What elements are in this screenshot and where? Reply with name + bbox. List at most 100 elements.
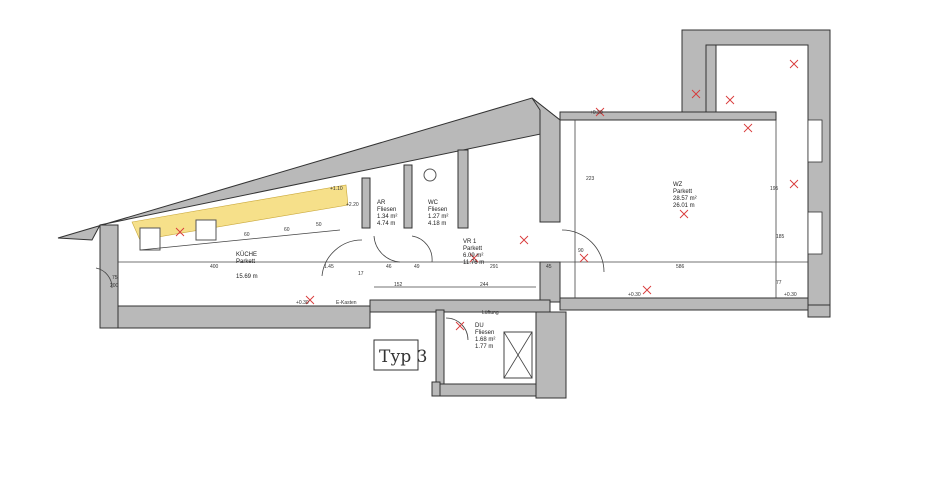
room-floor: Fliesen <box>377 207 396 213</box>
socket-mark <box>175 227 185 237</box>
dim-label: 586 <box>676 264 685 270</box>
height-label: +0.30 <box>628 292 641 298</box>
door-swing-kitchen <box>321 239 363 277</box>
window-2 <box>807 211 823 255</box>
shaft <box>503 331 533 379</box>
dim-label: 60 <box>244 232 250 238</box>
room-area: 1.68 m² <box>475 337 495 343</box>
cooktop <box>195 219 217 241</box>
height-label: +1.10 <box>330 186 343 192</box>
dim-label: 195 <box>770 186 779 192</box>
room-ar: AR Fliesen 1.34 m² 4.74 m <box>377 200 397 227</box>
dim-label: 46 <box>386 264 392 270</box>
dim-label: 1.45 <box>324 264 334 270</box>
dim-label: 75 <box>112 275 118 281</box>
socket-mark <box>789 179 799 189</box>
height-label: +0.30 <box>296 300 309 306</box>
socket-mark <box>305 295 315 305</box>
socket-mark <box>789 59 799 69</box>
wall-ar-wc <box>403 164 413 229</box>
socket-mark <box>469 253 479 263</box>
height-label: +2.20 <box>346 202 359 208</box>
electrical-marks <box>175 59 799 331</box>
socket-mark <box>679 209 689 219</box>
door-swing-entry <box>95 267 113 289</box>
wall-bay-top <box>705 44 717 116</box>
socket-mark <box>519 235 529 245</box>
height-label: +0.30 <box>784 292 797 298</box>
window-1 <box>807 119 823 163</box>
room-floor: Parkett <box>673 189 692 195</box>
room-name: WZ <box>673 182 683 188</box>
wall-ar-left <box>361 177 371 229</box>
lueftung-label: Lüftung <box>482 310 499 316</box>
wall-wz-left <box>531 97 561 223</box>
wall-small-top <box>431 381 441 397</box>
room-floor: Parkett <box>463 246 482 252</box>
socket-mark <box>595 107 605 117</box>
room-area: 1.34 m² <box>377 214 397 220</box>
wall-bottom-right <box>559 297 809 311</box>
room-perimeter: 11.76 m <box>463 260 484 266</box>
dim-label: 17 <box>358 271 364 277</box>
wall-wc-right <box>457 149 469 229</box>
wall-bottom-left <box>99 305 371 329</box>
room-perimeter: 1.77 m <box>475 344 493 350</box>
room-kueche: KÜCHE Parkett 15.69 m <box>236 251 258 280</box>
room-name: WC <box>428 200 439 206</box>
socket-mark <box>455 321 465 331</box>
room-name: VR 1 <box>463 239 477 245</box>
outer-right-wall <box>681 29 831 306</box>
socket-mark <box>642 285 652 295</box>
socket-mark <box>725 95 735 105</box>
door-swing-wz <box>561 229 605 273</box>
kitchen-counter <box>131 184 349 241</box>
room-floor: Parkett <box>236 259 255 265</box>
dim-line-kitchen <box>139 229 341 251</box>
room-floor: Fliesen <box>475 330 494 336</box>
wall-du-left <box>435 309 445 391</box>
dim-label: 77 <box>776 280 782 286</box>
dim-label: 49 <box>414 264 420 270</box>
room-floor: Fliesen <box>428 207 447 213</box>
dim-label: 50 <box>316 222 322 228</box>
outer-sloped-wall <box>57 97 561 241</box>
room-du: DU Fliesen 1.68 m² 1.77 m <box>475 323 495 350</box>
room-wc: WC Fliesen 1.27 m² 4.18 m <box>428 200 448 227</box>
room-perimeter: 4.18 m <box>428 221 446 227</box>
wall-bottom-mid <box>369 299 551 313</box>
socket-mark <box>743 123 753 133</box>
room-area: 28.57 m² <box>673 196 697 202</box>
wc-bowl <box>423 168 437 182</box>
wall-shaft-right <box>535 311 567 399</box>
dim-label: 152 <box>394 282 403 288</box>
room-perimeter: 4.74 m <box>377 221 395 227</box>
dim-label: 223 <box>586 176 595 182</box>
room-vr: VR 1 Parkett 6.09 m² 11.76 m <box>463 239 484 266</box>
socket-mark <box>691 89 701 99</box>
door-swing-ar <box>373 235 401 263</box>
room-perimeter: 26.01 m <box>673 203 695 209</box>
type-stamp: Тур 3 <box>379 347 427 367</box>
dim-label: 400 <box>210 264 219 270</box>
dim-label: 244 <box>480 282 489 288</box>
wall-du-bottom <box>435 383 537 397</box>
room-area: 6.09 m² <box>463 253 483 259</box>
dim-label: 60 <box>284 227 290 233</box>
room-wz: WZ Parkett 28.57 m² 26.01 m <box>673 182 697 209</box>
e-kasten-label: E-Kasten <box>336 300 357 306</box>
type-stamp-box <box>373 339 419 371</box>
room-name: DU <box>475 323 484 329</box>
dim-label: 200 <box>110 283 119 289</box>
height-label: +0.30 <box>590 110 603 116</box>
room-area: 1.27 m² <box>428 214 448 220</box>
door-swing-wc <box>411 235 433 263</box>
dim-label: 185 <box>776 234 785 240</box>
socket-mark <box>579 253 589 263</box>
room-name: KÜCHE <box>236 251 257 258</box>
dim-label: 45 <box>546 264 552 270</box>
sink <box>139 227 161 251</box>
room-name: AR <box>377 200 386 206</box>
room-perimeter: 15.69 m <box>236 274 258 280</box>
